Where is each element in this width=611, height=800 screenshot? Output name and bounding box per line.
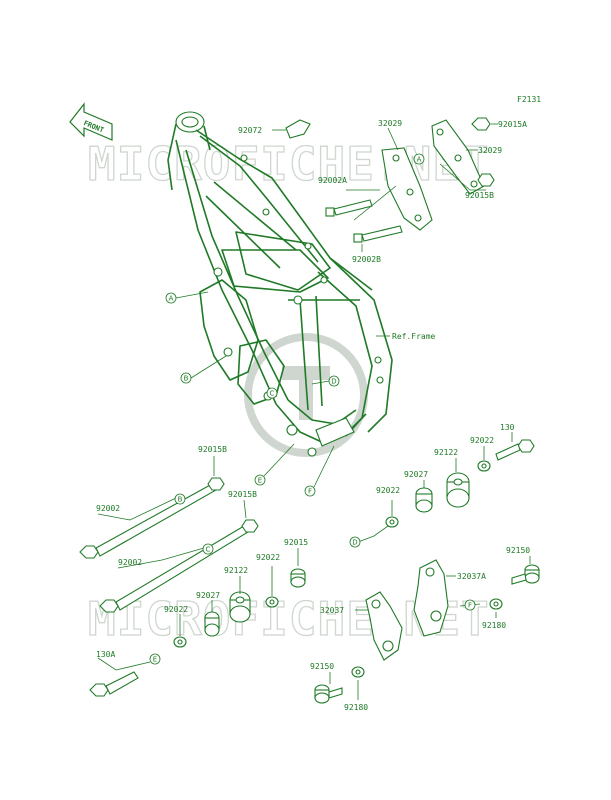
nut-92015B-1 — [207, 477, 225, 491]
callout-32029-b: 32029 — [478, 146, 502, 155]
svg-text:A: A — [417, 156, 422, 164]
callout-130: 130 — [500, 423, 515, 432]
callout-130A: 130A — [96, 650, 115, 659]
frame-assembly — [167, 111, 393, 457]
callout-92002A: 92002A — [318, 176, 347, 185]
washer-92022-mid — [265, 596, 279, 608]
clamp-92072 — [285, 119, 311, 139]
callout-92180-left: 92180 — [344, 703, 368, 712]
bubble-A-1: A — [165, 292, 177, 304]
bubble-E-1: E — [254, 474, 266, 486]
svg-text:E: E — [258, 477, 262, 485]
bubble-D-2: D — [349, 536, 361, 548]
bubble-F-1: F — [304, 485, 316, 497]
washer-92022-right — [477, 460, 491, 472]
svg-text:D: D — [352, 539, 357, 547]
bolt-92150-left — [314, 684, 343, 704]
nut-92015 — [290, 568, 306, 588]
callout-92022-left: 92022 — [164, 605, 188, 614]
callout-92180-right: 92180 — [482, 621, 506, 630]
callout-92022-mid: 92022 — [256, 553, 280, 562]
callout-92122-right: 92122 — [434, 448, 458, 457]
collar-92122-mid — [229, 591, 251, 623]
svg-text:A: A — [169, 295, 174, 303]
watermark-top: MICROFICHE.NET — [88, 137, 490, 191]
bubble-B-2: B — [174, 493, 186, 505]
bubble-F-2: F — [464, 599, 476, 611]
callout-92002-2: 92002 — [118, 558, 142, 567]
bubble-B-1: B — [180, 372, 192, 384]
callout-92015: 92015 — [284, 538, 308, 547]
washer-92180-left — [351, 666, 365, 678]
callout-92015B-1: 92015B — [198, 445, 227, 454]
svg-text:F: F — [308, 488, 312, 496]
svg-text:E: E — [153, 656, 157, 664]
bolt-92002B — [353, 225, 403, 243]
bracket-32037 — [365, 591, 403, 661]
nut-92015B-top — [477, 173, 495, 187]
svg-text:B: B — [184, 375, 189, 383]
bolt-92150-right — [511, 564, 540, 585]
callout-32037A: 32037A — [457, 572, 486, 581]
svg-text:D: D — [331, 378, 336, 386]
callout-92002B: 92002B — [352, 255, 381, 264]
nut-92015B-2 — [241, 519, 259, 533]
diagram-id: F2131 — [517, 95, 541, 104]
callout-ref-frame: Ref.Frame — [392, 332, 436, 341]
callout-92150-right: 92150 — [506, 546, 530, 555]
bubble-C-1: C — [266, 387, 278, 399]
svg-text:C: C — [206, 546, 211, 554]
front-arrow-icon: FRONT — [69, 102, 113, 141]
nut-92015A — [471, 117, 491, 131]
collar-92122-right — [446, 472, 470, 508]
washer-92022-left — [173, 636, 187, 648]
callout-92015A: 92015A — [498, 120, 527, 129]
callout-32037: 32037 — [320, 606, 344, 615]
bolt-130A — [89, 671, 139, 697]
callout-32029-a: 32029 — [378, 119, 402, 128]
collar-92027-mid — [204, 611, 220, 637]
callout-92015B-top: 92015B — [465, 191, 494, 200]
callout-92002-1: 92002 — [96, 504, 120, 513]
callout-92072: 92072 — [238, 126, 262, 135]
svg-text:B: B — [178, 496, 183, 504]
bolt-130 — [495, 439, 535, 461]
washer-92022-right2 — [385, 516, 399, 528]
callout-92015B-2: 92015B — [228, 490, 257, 499]
callout-92027-right: 92027 — [404, 470, 428, 479]
bolt-92002A — [325, 199, 373, 217]
bubble-C-2: C — [202, 543, 214, 555]
callout-92122-mid: 92122 — [224, 566, 248, 575]
bubble-D-1: D — [328, 375, 340, 387]
engine-mount-plate-upper — [381, 119, 485, 231]
collar-92027-right — [415, 487, 433, 513]
callout-92022-right2: 92022 — [376, 486, 400, 495]
callout-92022-right: 92022 — [470, 436, 494, 445]
callout-92027-mid: 92027 — [196, 591, 220, 600]
svg-text:F: F — [468, 602, 472, 610]
bubble-E-2: E — [149, 653, 161, 665]
bracket-32037A — [413, 559, 449, 637]
callout-92150-left: 92150 — [310, 662, 334, 671]
bolt-92002-1 — [79, 483, 217, 559]
svg-text:C: C — [270, 390, 275, 398]
washer-92180-right — [489, 598, 503, 610]
bubble-A-2: A — [413, 153, 425, 165]
